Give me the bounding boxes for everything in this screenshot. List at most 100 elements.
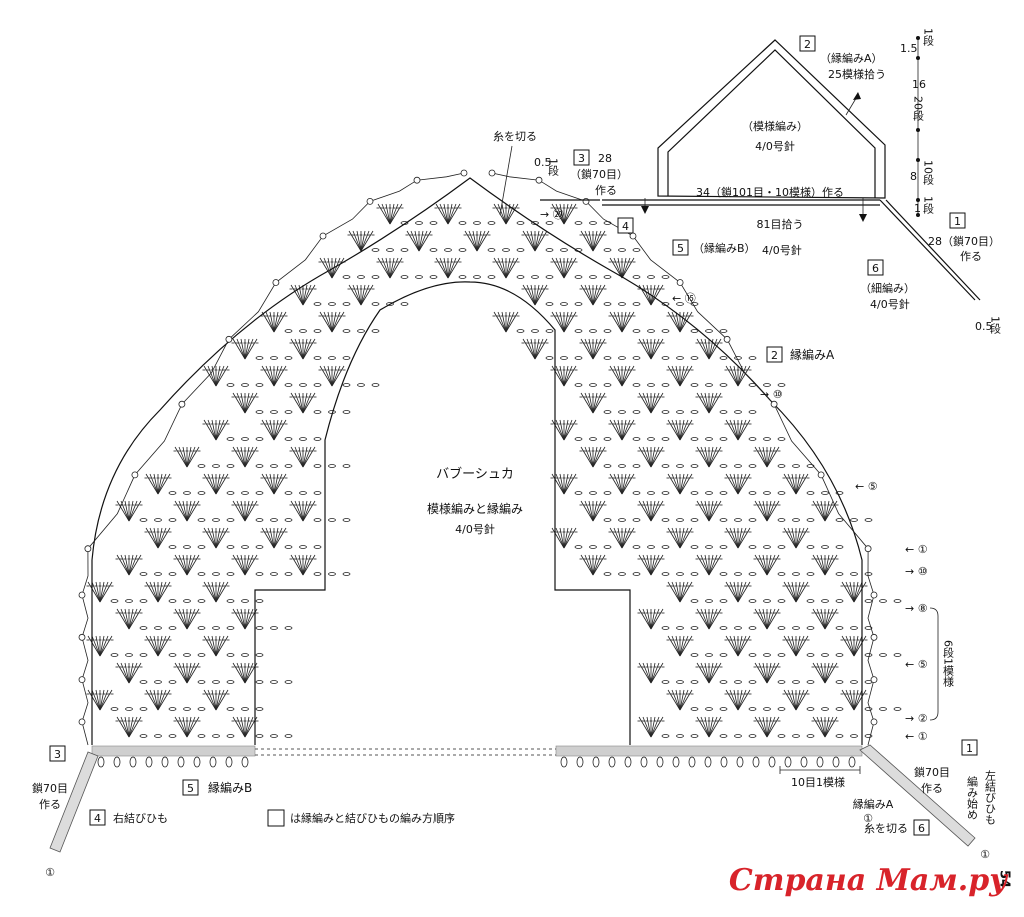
edge-a-label: 縁編みA xyxy=(790,347,835,362)
edging-b-right xyxy=(555,745,863,757)
stitch-motif xyxy=(202,527,264,549)
edging-left xyxy=(81,172,465,746)
left-tie-num: 3 xyxy=(54,748,61,761)
start-text: 編み始め xyxy=(966,775,979,820)
stitch-motif xyxy=(579,392,641,414)
tie-right-box xyxy=(89,809,106,826)
stitch-motif xyxy=(637,554,699,576)
stitch-motif xyxy=(231,716,293,738)
schematic-box-4 xyxy=(617,217,634,234)
stitch-motif xyxy=(144,635,206,657)
tie-right-num: 4 xyxy=(94,812,101,825)
stitch-motif xyxy=(115,554,177,576)
stitch-motif xyxy=(521,284,583,306)
bracket-text: 6段1模様 xyxy=(942,640,955,687)
stitch-motif xyxy=(231,500,293,522)
stitch-motif xyxy=(666,419,728,441)
stitch-motif xyxy=(260,365,322,387)
left-tie-end: ① xyxy=(45,866,55,879)
left-tie-make: 作る xyxy=(39,798,61,811)
edging-b-drops xyxy=(97,756,856,768)
stitch-motif xyxy=(289,392,351,414)
stitch-motif xyxy=(260,311,322,333)
stitch-motif xyxy=(695,608,757,630)
stitch-motif xyxy=(318,311,380,333)
stitch-motif xyxy=(144,473,206,495)
stitch-motif xyxy=(753,716,815,738)
right-tie-make: 作る xyxy=(921,782,943,795)
schematic-sc: （細編み） xyxy=(860,281,915,295)
stitch-motif xyxy=(695,662,757,684)
stitch-motif xyxy=(637,500,699,522)
stitch-motif xyxy=(811,554,873,576)
stitch-motif xyxy=(231,662,293,684)
stitch-motif xyxy=(202,635,264,657)
left-tie-box xyxy=(49,745,66,762)
stitch-motif xyxy=(202,689,264,711)
legend-text: は縁編みと結びひもの編み方順序 xyxy=(290,811,455,825)
left-tie-text: 左結びひも xyxy=(984,770,997,825)
stitch-motif xyxy=(579,554,641,576)
repeat-label: 10目1模様 xyxy=(791,775,845,789)
tie-right-label: 右結びひも xyxy=(113,811,168,825)
edge-a-box xyxy=(766,346,783,363)
stitch-motif xyxy=(231,608,293,630)
stitch-motif xyxy=(782,635,844,657)
schematic-diagram: 2 （縁編みA） 25模様拾う （模様編み） 4/0号針 3 28 （鎖70目）… xyxy=(534,28,1002,335)
chart-pattern-label: 模様編みと縁編み xyxy=(427,501,523,516)
row-marker: → ② xyxy=(905,712,928,725)
svg-text:0.5: 0.5 xyxy=(534,156,552,169)
stitch-motif xyxy=(260,419,322,441)
schematic-box-2 xyxy=(799,35,816,52)
stitch-motif xyxy=(376,257,438,279)
right-tie-chain: 鎖70目 xyxy=(914,765,950,779)
legend-swatch xyxy=(267,809,285,827)
stitch-motif xyxy=(579,446,641,468)
svg-text:6: 6 xyxy=(872,262,879,275)
stitch-motif xyxy=(666,527,728,549)
stitch-motif xyxy=(753,662,815,684)
svg-text:3: 3 xyxy=(578,152,585,165)
stitch-motif xyxy=(173,608,235,630)
schematic-box-5 xyxy=(672,239,689,256)
stitch-motif xyxy=(202,581,264,603)
row-marker: → ⑩ xyxy=(760,388,783,401)
svg-text:1段: 1段 xyxy=(547,158,560,177)
stitch-motif xyxy=(550,527,612,549)
stitch-motif xyxy=(753,446,815,468)
right-tie-num: 1 xyxy=(966,742,973,755)
stitch-motif xyxy=(753,608,815,630)
stitch-motif xyxy=(579,230,641,252)
edge-b-label: 縁編みB xyxy=(208,780,252,795)
schematic-edge-a-sub: 25模様拾う xyxy=(828,67,886,81)
left-tie-chain: 鎖70目 xyxy=(32,781,68,795)
base-chain-label: 34（鎖101目・10模様）作る xyxy=(696,185,844,199)
svg-text:作る: 作る xyxy=(960,250,982,263)
stitch-motif xyxy=(666,473,728,495)
stitch-motif xyxy=(318,365,380,387)
stitch-motif xyxy=(724,419,786,441)
stitch-motif xyxy=(550,203,612,225)
stitch-motif xyxy=(144,581,206,603)
stitch-motif xyxy=(608,257,670,279)
arch-outline xyxy=(91,177,863,745)
stitch-motif xyxy=(289,338,351,360)
stitch-motif xyxy=(579,500,641,522)
stitch-motif xyxy=(550,311,612,333)
stitch-motif xyxy=(492,311,554,333)
left-tie-strip xyxy=(49,751,99,853)
stitch-motif xyxy=(608,527,670,549)
stitch-motif xyxy=(231,338,293,360)
schematic-edge-b: （縁編みB） xyxy=(693,241,756,255)
svg-text:4: 4 xyxy=(622,220,629,233)
stitch-motif xyxy=(753,554,815,576)
svg-text:1: 1 xyxy=(954,215,961,228)
stitch-motif xyxy=(289,284,351,306)
row-20-marker: → ⑳ xyxy=(540,208,564,221)
schematic-box-1 xyxy=(949,212,966,229)
stitch-motif xyxy=(550,419,612,441)
stitch-motif xyxy=(724,581,786,603)
stitch-motif xyxy=(637,446,699,468)
